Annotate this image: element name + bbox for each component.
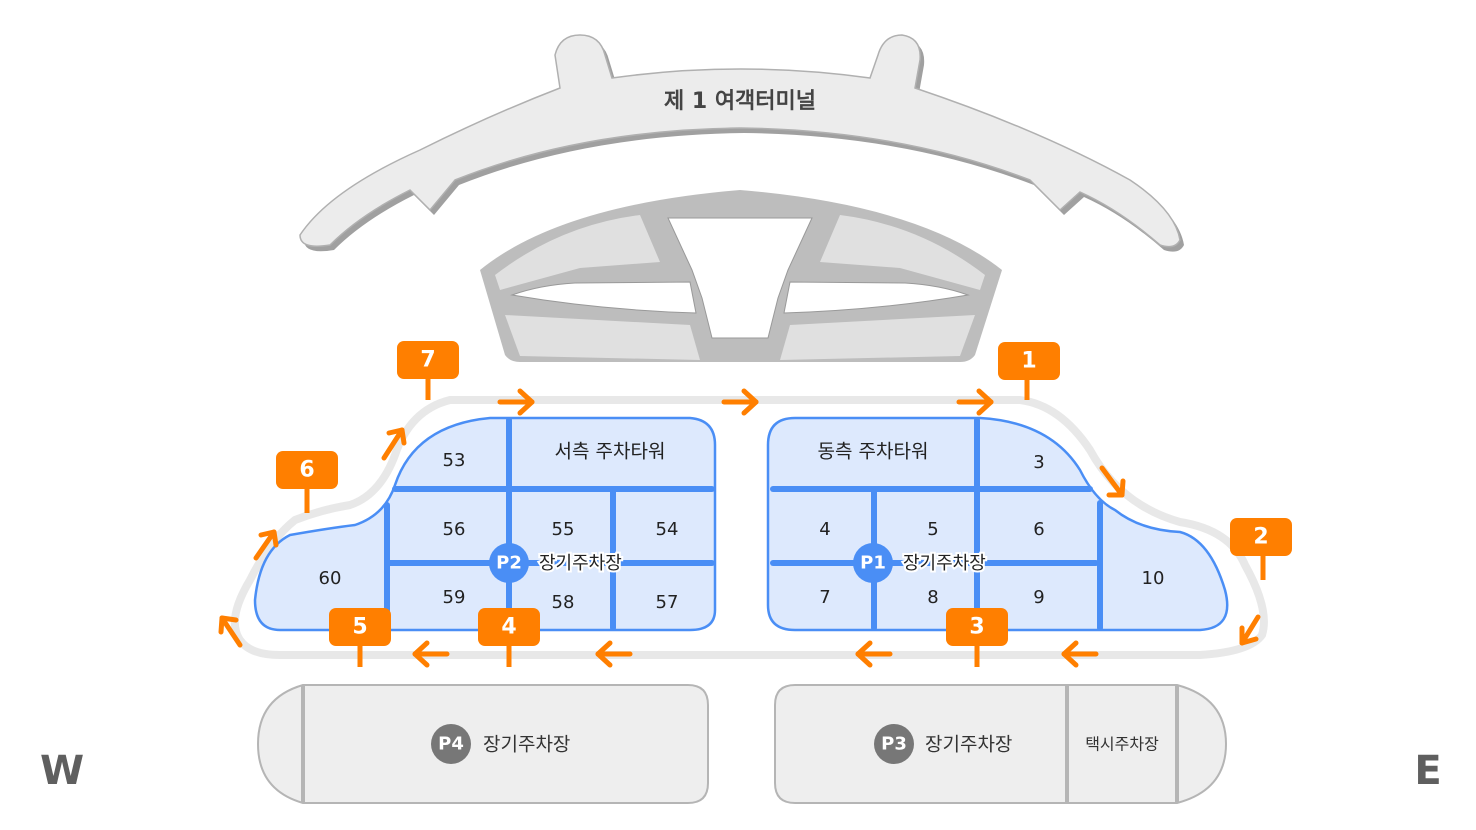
arrow-left-icon (1061, 640, 1099, 668)
zone-10: 10 (1142, 568, 1165, 589)
concourse-building[interactable] (480, 190, 1002, 362)
zone-8: 8 (927, 587, 938, 608)
arrow-up-right-icon (381, 427, 407, 461)
zone-55: 55 (552, 519, 575, 540)
arrow-left-icon (855, 640, 893, 668)
arrow-right-icon (956, 388, 994, 416)
gate-6-label: 6 (299, 458, 314, 483)
gate-1[interactable]: 1 (998, 342, 1060, 400)
zone-53: 53 (443, 450, 466, 471)
gate-2[interactable]: 2 (1230, 518, 1292, 580)
p1-badge: P1 (860, 553, 886, 574)
zone-56: 56 (443, 519, 466, 540)
taxi-parking-label: 택시주차장 (1085, 735, 1159, 754)
p3-lot-name: 장기주차장 (925, 734, 1012, 756)
zone-6: 6 (1033, 519, 1044, 540)
p3-badge: P3 (881, 734, 907, 755)
p3-badge-circle (874, 724, 914, 764)
p2-lot-name: 장기주차장 (539, 553, 622, 574)
zone-7: 7 (819, 587, 830, 608)
p3-parking-lot[interactable]: P3 장기주차장 택시주차장 (774, 684, 1228, 804)
zone-54: 54 (656, 519, 679, 540)
arrow-left-icon (412, 640, 450, 668)
gate-1-label: 1 (1021, 349, 1036, 374)
west-parking-tower: 서측 주차타워 (555, 441, 666, 463)
gate-6[interactable]: 6 (276, 451, 338, 513)
east-parking-lot-p1[interactable]: 동측 주차타워 3 4 5 6 7 8 9 10 P1 장기주차장 (766, 416, 1229, 632)
zone-60: 60 (319, 568, 342, 589)
p1-badge-circle (853, 543, 893, 583)
arrow-up-left-icon (218, 615, 243, 648)
zone-4: 4 (819, 519, 830, 540)
p2-badge: P2 (496, 553, 522, 574)
gate-5-label: 5 (352, 615, 367, 640)
arrow-up-right-icon (253, 529, 279, 561)
gate-2-label: 2 (1253, 525, 1268, 550)
road-loop (230, 396, 1268, 659)
zone-5: 5 (927, 519, 938, 540)
arrow-down-left-icon (1239, 614, 1261, 646)
gate-markers: 1 2 3 4 5 6 7 (276, 341, 1292, 667)
gate-3-label: 3 (969, 615, 984, 640)
zone-58: 58 (552, 592, 575, 613)
p1-lot-name: 장기주차장 (903, 553, 986, 574)
terminal-building[interactable]: 제 1 여객터미널 (299, 34, 1184, 252)
zone-9: 9 (1033, 587, 1044, 608)
east-parking-tower: 동측 주차타워 (818, 441, 929, 463)
compass-west: W (40, 748, 84, 794)
p4-badge: P4 (438, 734, 464, 755)
gate-5[interactable]: 5 (329, 608, 391, 667)
arrow-down-right-icon (1099, 465, 1126, 498)
compass-east: E (1414, 748, 1441, 794)
arrow-right-icon (497, 388, 535, 416)
direction-arrows (218, 388, 1261, 668)
gate-3[interactable]: 3 (946, 608, 1008, 667)
gate-7-label: 7 (420, 348, 435, 373)
terminal-title: 제 1 여객터미널 (664, 89, 816, 114)
p2-badge-circle (489, 543, 529, 583)
zone-57: 57 (656, 592, 679, 613)
gate-4[interactable]: 4 (478, 608, 540, 667)
west-parking-lot-p2[interactable]: 53 서측 주차타워 56 55 54 60 59 58 57 P2 장기주차장 (253, 416, 717, 632)
gate-7[interactable]: 7 (397, 341, 459, 400)
zone-3: 3 (1033, 452, 1044, 473)
zone-59: 59 (443, 587, 466, 608)
p4-lot-name: 장기주차장 (483, 734, 570, 756)
arrow-right-icon (721, 388, 759, 416)
p4-badge-circle (431, 724, 471, 764)
p4-parking-lot[interactable]: P4 장기주차장 (256, 684, 709, 804)
gate-4-label: 4 (501, 615, 516, 640)
arrow-left-icon (595, 640, 633, 668)
